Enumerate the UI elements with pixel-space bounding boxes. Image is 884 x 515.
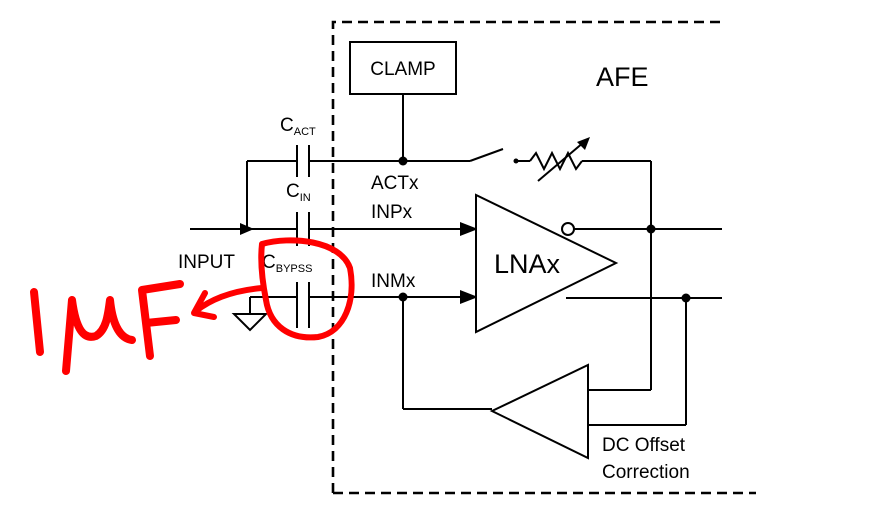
inm-node-label: INMx (371, 271, 416, 292)
act-node-dot (398, 156, 408, 166)
cap-bypass-label: CBYPSS (262, 252, 312, 275)
variable-resistor (529, 150, 583, 172)
handwritten-annotation (30, 237, 355, 375)
lna-label: LNAx (494, 249, 561, 279)
lna-inverting-bubble (561, 222, 575, 236)
act-node-label: ACTx (371, 173, 419, 194)
ground-symbol (231, 313, 269, 332)
cap-act-label: CACT (280, 115, 316, 138)
input-label: INPUT (178, 252, 235, 273)
annotation-circle (258, 237, 355, 341)
inm-arrowhead (460, 290, 478, 304)
annotation-letter-f (138, 280, 184, 360)
inp-node-label: INPx (371, 202, 413, 223)
clamp-label: CLAMP (370, 59, 435, 80)
dc-offset-label-2: Correction (602, 462, 690, 483)
annotation-mu (62, 296, 136, 375)
lna-amplifier (475, 193, 619, 334)
inp-arrowhead (460, 222, 478, 236)
dc-offset-label-1: DC Offset (602, 435, 686, 456)
dc-offset-amplifier (489, 363, 589, 460)
switch-blade (469, 148, 504, 162)
variable-resistor-arrowhead (577, 137, 590, 150)
afe-title: AFE (596, 62, 649, 92)
annotation-arrow (193, 285, 265, 314)
cap-in-label: CIN (286, 181, 311, 204)
afe-boundary (331, 20, 756, 495)
variable-resistor-arrow (537, 141, 585, 182)
annotation-digit-1 (30, 288, 44, 356)
annotation-arrowhead (191, 290, 217, 320)
